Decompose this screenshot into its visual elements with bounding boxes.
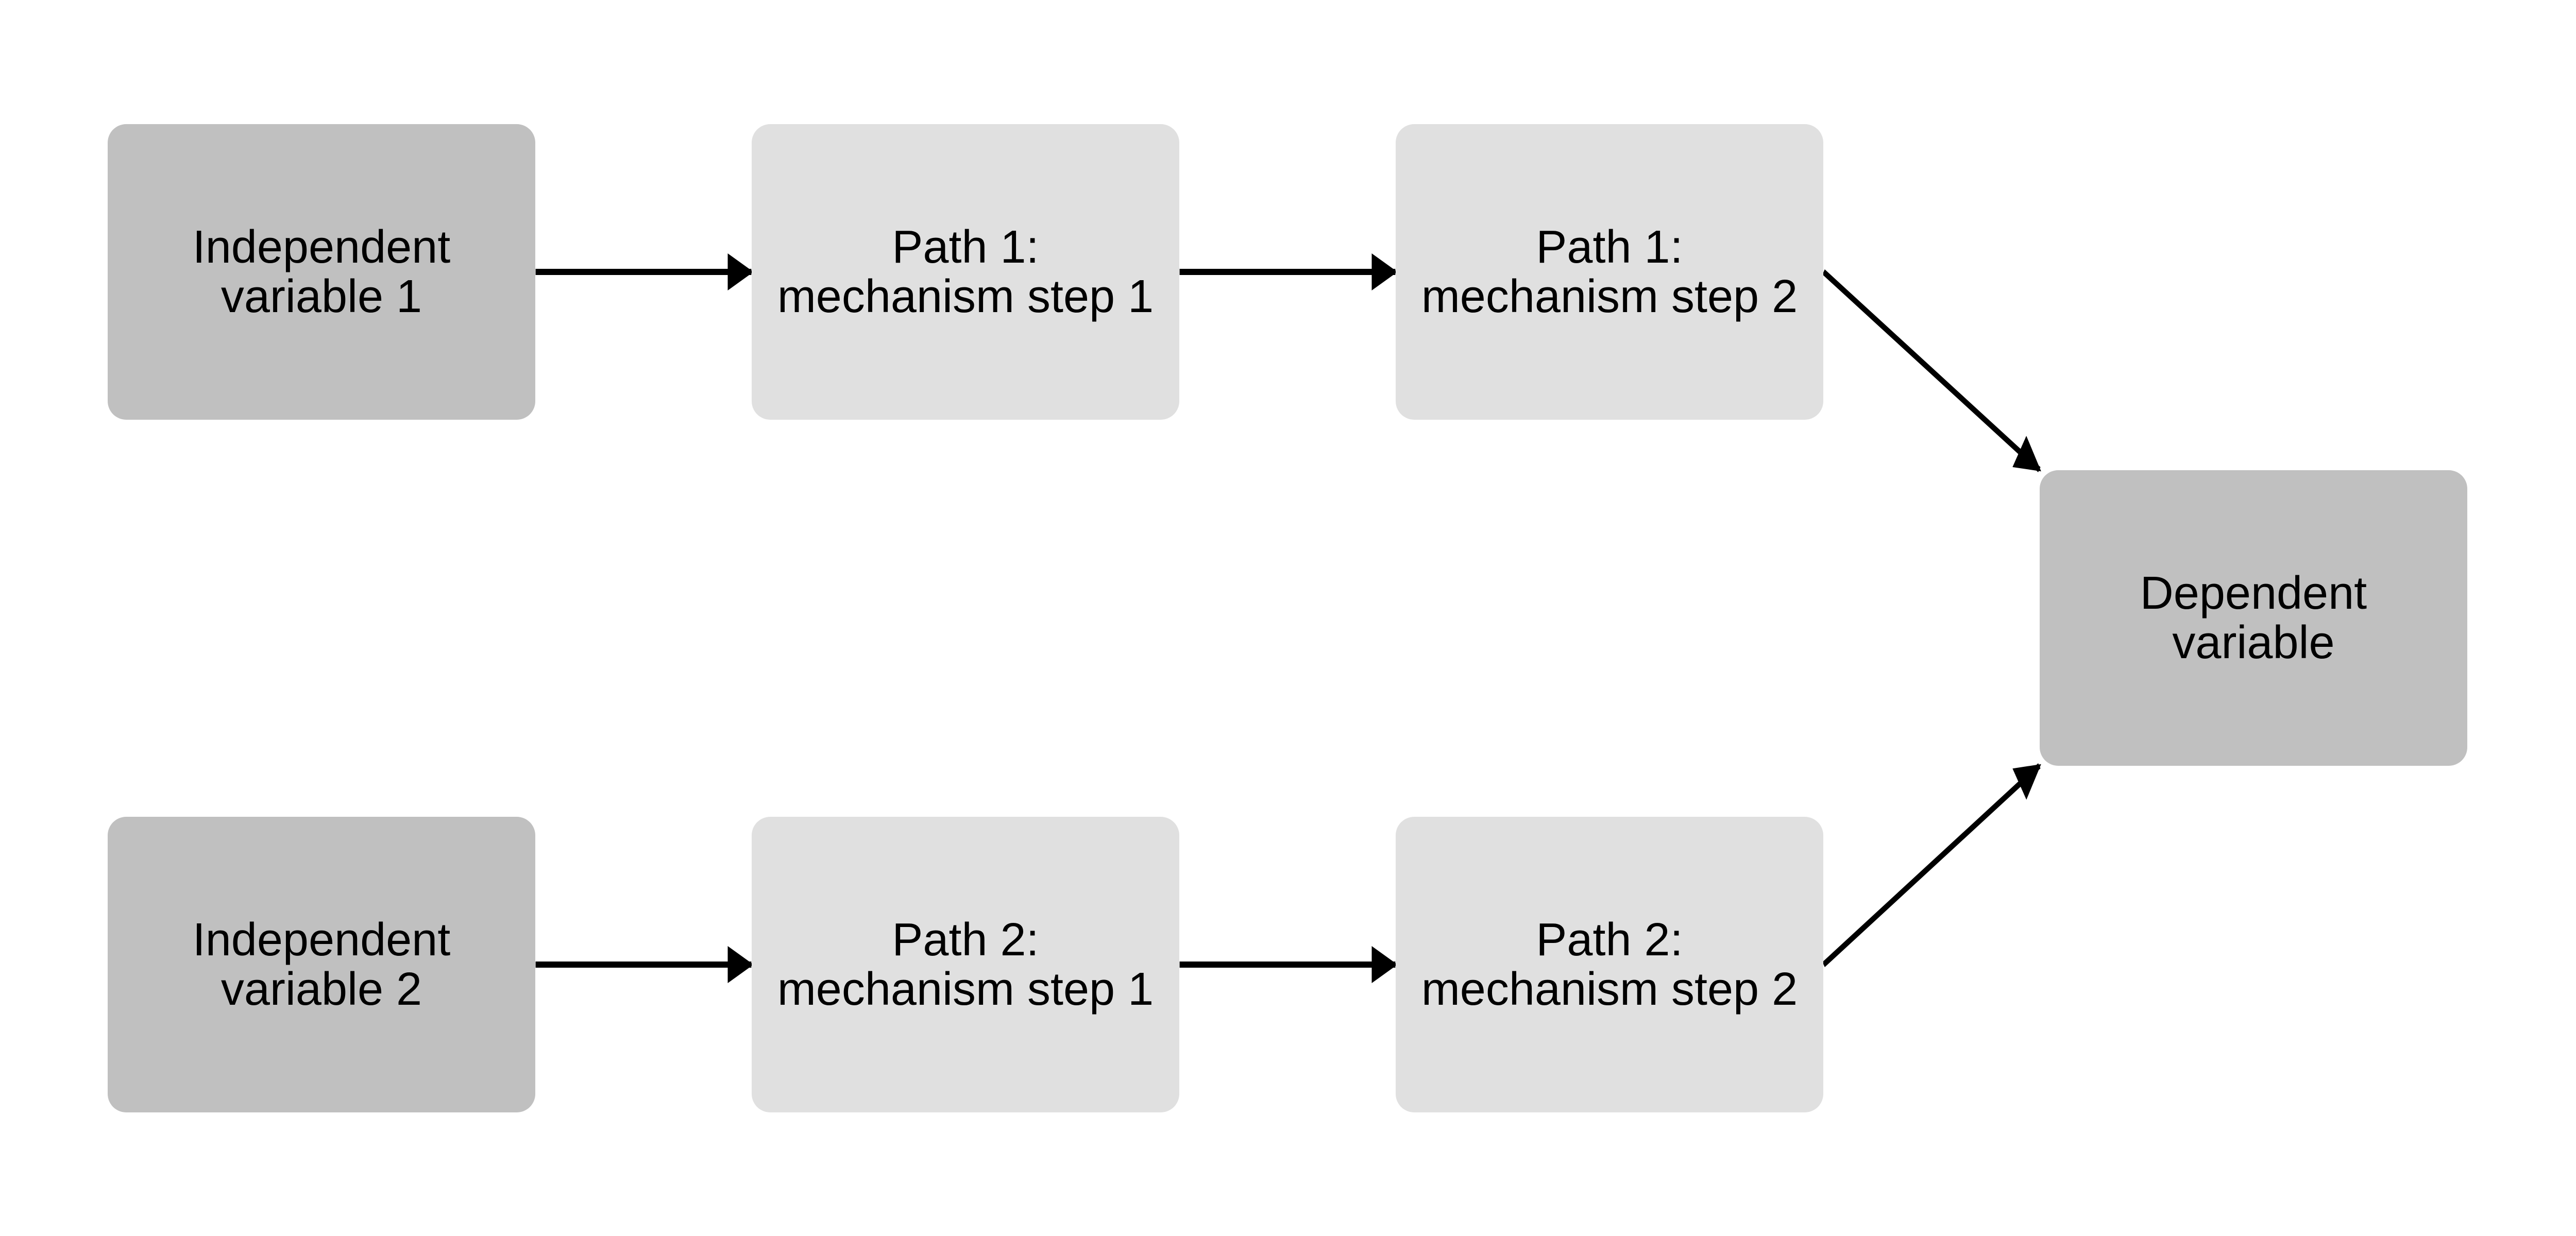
node-label: mechanism step 2 — [1421, 964, 1798, 1015]
node-independent-variable-2: Independent variable 2 — [108, 817, 535, 1112]
arrow-p1s2-to-dv — [1822, 269, 2041, 473]
node-label: mechanism step 1 — [777, 964, 1154, 1015]
node-label: Dependent — [2140, 568, 2367, 619]
node-label: variable 2 — [221, 964, 422, 1015]
node-independent-variable-1: Independent variable 1 — [108, 124, 535, 420]
node-label: mechanism step 1 — [777, 271, 1154, 322]
node-path1-step2: Path 1: mechanism step 2 — [1396, 124, 1823, 420]
node-label: variable — [2172, 617, 2335, 668]
node-label: Independent — [192, 914, 451, 966]
node-path1-step1: Path 1: mechanism step 1 — [752, 124, 1179, 420]
node-label: Path 1: — [892, 221, 1039, 273]
node-dependent-variable: Dependent variable — [2040, 470, 2467, 766]
node-label: Independent — [192, 221, 451, 273]
node-path2-step1: Path 2: mechanism step 1 — [752, 817, 1179, 1112]
node-label: mechanism step 2 — [1421, 271, 1798, 322]
node-label: Path 1: — [1536, 221, 1683, 273]
arrow-p2s2-to-dv — [1822, 763, 2041, 968]
node-path2-step2: Path 2: mechanism step 2 — [1396, 817, 1823, 1112]
node-label: Path 2: — [1536, 914, 1683, 966]
node-label: variable 1 — [221, 271, 422, 322]
node-label: Path 2: — [892, 914, 1039, 966]
